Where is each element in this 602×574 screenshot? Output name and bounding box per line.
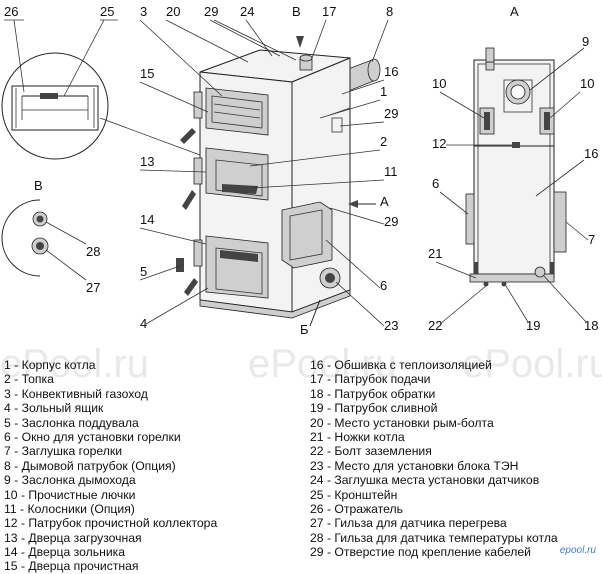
site-logo: epool.ru	[559, 545, 596, 556]
legend-item-7: 7 - Заглушка горелки	[4, 444, 123, 459]
legend-right-column: 16 - Обшивка с теплоизоляцией 17 - Патру…	[310, 358, 558, 559]
legend-item-9: 9 - Заслонка дымохода	[4, 473, 136, 488]
legend-item-27: 27 - Гильза для датчика перегрева	[310, 516, 507, 531]
legend-item-5: 5 - Заслонка поддувала	[4, 415, 139, 430]
callout-12: 12	[432, 136, 446, 151]
callout-6-main: 6	[380, 278, 387, 293]
callout-29-low: 29	[384, 214, 398, 229]
callout-3: 3	[140, 4, 147, 19]
view-label-b: В	[34, 178, 43, 193]
legend-item-18: 18 - Патрубок обратки	[310, 386, 436, 401]
callout-26: 26	[4, 4, 18, 19]
legend-item-28: 28 - Гильза для датчика температуры котл…	[310, 530, 558, 545]
legend-item-25: 25 - Кронштейн	[310, 487, 398, 502]
callout-29-mid: 29	[384, 106, 398, 121]
callout-23: 23	[384, 318, 398, 333]
callout-28: 28	[86, 244, 100, 259]
callout-18: 18	[584, 318, 598, 333]
callout-4: 4	[140, 316, 147, 331]
callout-15: 15	[140, 66, 154, 81]
legend-item-13: 13 - Дверца загрузочная	[4, 530, 142, 545]
legend-item-12: 12 - Патрубок прочистной коллектора	[4, 516, 218, 531]
callout-11: 11	[384, 164, 398, 179]
callout-10-left: 10	[432, 76, 446, 91]
callout-21: 21	[428, 246, 442, 261]
legend-left-column: 1 - Корпус котла 2 - Топка 3 - Конвектив…	[4, 358, 217, 574]
callout-20: 20	[166, 4, 180, 19]
legend-item-26: 26 - Отражатель	[310, 501, 403, 516]
legend-item-1: 1 - Корпус котла	[4, 358, 96, 372]
callout-25: 25	[100, 4, 114, 19]
callout-19: 19	[526, 318, 540, 333]
callout-view-a-arrow: А	[380, 194, 389, 209]
callout-17: 17	[322, 4, 336, 19]
legend-item-2: 2 - Топка	[4, 372, 54, 387]
legend-item-11: 11 - Колосники (Опция)	[4, 501, 135, 516]
callout-5: 5	[140, 264, 147, 279]
legend-item-3: 3 - Конвективный газоход	[4, 386, 148, 401]
callout-16-main: 16	[384, 64, 398, 79]
callout-22: 22	[428, 318, 442, 333]
legend-item-24: 24 - Заглушка места установки датчиков	[310, 473, 540, 488]
boiler-isometric-view	[176, 49, 381, 319]
boiler-technical-drawing: 26 25 В 28 27	[1, 4, 598, 337]
callout-7: 7	[588, 232, 595, 247]
callout-29-top: 29	[204, 4, 218, 19]
callout-2: 2	[380, 134, 387, 149]
callout-10-right: 10	[580, 76, 594, 91]
view-label-a: А	[510, 4, 519, 19]
legend-item-21: 21 - Ножки котла	[310, 429, 405, 444]
callout-view-b-arrow: Б	[300, 322, 309, 337]
detail-inset-reflector	[1, 52, 109, 160]
legend-item-17: 17 - Патрубок подачи	[310, 372, 431, 387]
callout-9: 9	[582, 34, 589, 49]
legend-item-15: 15 - Дверца прочистная	[4, 559, 139, 574]
legend-item-6: 6 - Окно для установки горелки	[4, 429, 181, 444]
legend-item-8: 8 - Дымовой патрубок (Опция)	[4, 458, 176, 473]
legend-item-4: 4 - Зольный ящик	[4, 401, 104, 416]
callout-16-side: 16	[584, 146, 598, 161]
legend-item-22: 22 - Болт заземления	[310, 444, 432, 459]
legend-item-23: 23 - Место для установки блока ТЭН	[310, 458, 519, 473]
legend-item-16: 16 - Обшивка с теплоизоляцией	[310, 358, 492, 372]
view-b-sensor-panel	[1, 199, 49, 277]
callout-24: 24	[240, 4, 254, 19]
legend-item-29: 29 - Отверстие под крепление кабелей	[310, 545, 531, 560]
legend-item-20: 20 - Место установки рым-болта	[310, 415, 494, 430]
boiler-side-view-a	[465, 47, 567, 287]
callout-27: 27	[86, 280, 100, 295]
legend-item-19: 19 - Патрубок сливной	[310, 401, 438, 416]
legend-item-10: 10 - Прочистные лючки	[4, 487, 136, 502]
callout-13: 13	[140, 154, 154, 169]
legend-item-14: 14 - Дверца зольника	[4, 545, 126, 560]
callout-14: 14	[140, 212, 154, 227]
callout-8: 8	[386, 4, 393, 19]
callout-view-b: В	[292, 4, 301, 19]
callout-1: 1	[380, 84, 387, 99]
callout-6-side: 6	[432, 176, 439, 191]
